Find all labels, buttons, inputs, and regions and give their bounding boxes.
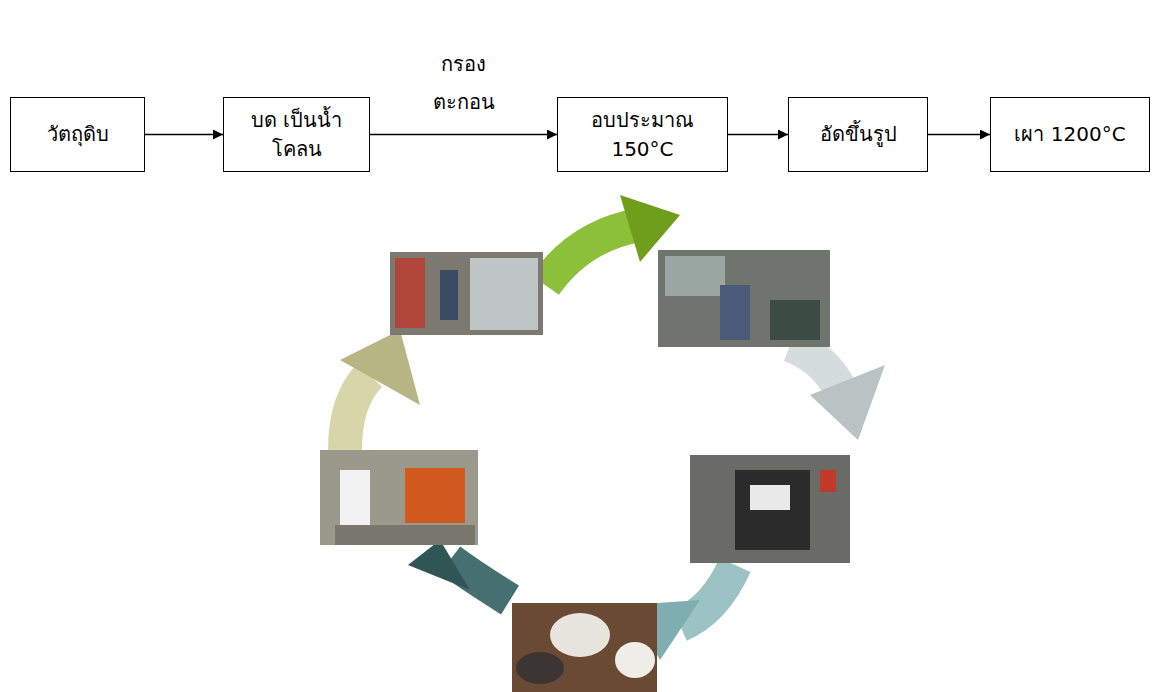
photo-press-machine xyxy=(658,250,830,347)
flow-arrow xyxy=(728,134,788,135)
cycle-arrow-head xyxy=(408,540,470,590)
edge-label: กรอง ตะกอน xyxy=(421,45,507,121)
flow-arrow xyxy=(370,134,557,135)
process-box: อบประมาณ 150°C xyxy=(557,97,728,172)
box-text: อัดขึ้นรูป xyxy=(820,120,897,149)
box-text: บด เป็นน้ำโคลน xyxy=(238,106,356,164)
box-text: เผา 1200°C xyxy=(1014,120,1125,149)
cycle-arrows xyxy=(340,195,885,660)
photo-lab-machine xyxy=(390,252,543,335)
box-text: วัตถุดิบ xyxy=(47,120,109,149)
photo-ball-mill xyxy=(320,450,478,545)
photo-furnace xyxy=(690,455,850,563)
process-box: วัตถุดิบ xyxy=(10,97,145,172)
photo-raw-stones xyxy=(512,603,657,692)
process-box: บด เป็นน้ำโคลน xyxy=(223,97,370,172)
process-box: เผา 1200°C xyxy=(990,97,1150,172)
process-box: อัดขึ้นรูป xyxy=(788,97,928,172)
flow-arrow xyxy=(928,134,990,135)
cycle-arrow-head xyxy=(340,330,420,405)
flow-arrow xyxy=(145,134,223,135)
cycle-arrow xyxy=(345,375,370,450)
cycle-arrow xyxy=(545,225,640,285)
cycle-arrow-head xyxy=(810,365,885,440)
box-text: อบประมาณ 150°C xyxy=(580,106,705,164)
